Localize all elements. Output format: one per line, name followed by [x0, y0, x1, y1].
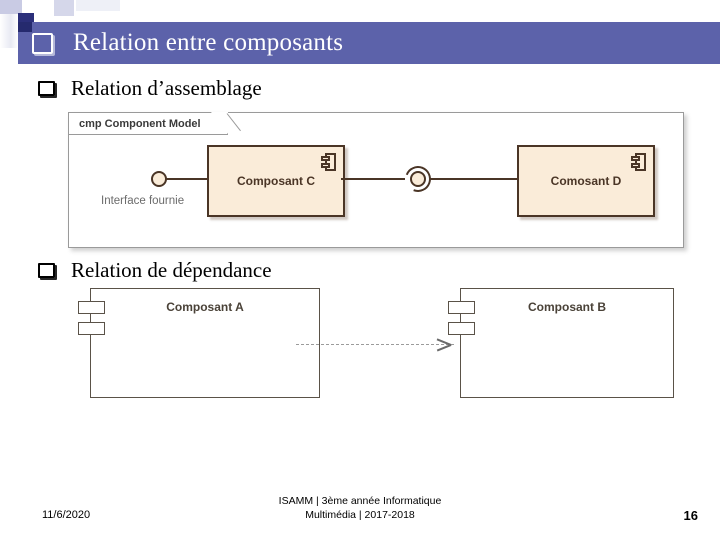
assembly-ball-icon	[410, 171, 426, 187]
decor-square-1	[0, 0, 22, 14]
bullet-item-dependance: Relation de dépendance	[38, 258, 272, 283]
bullet-label-assemblage: Relation d’assemblage	[71, 76, 262, 100]
provided-interface-ball-icon	[151, 171, 167, 187]
decor-square-4	[76, 0, 120, 11]
component-label-composant-b: Composant B	[528, 300, 606, 314]
provided-interface-label: Interface fournie	[101, 195, 185, 207]
title-bar-corner-accent	[18, 22, 32, 32]
slide-page-number: 16	[683, 508, 698, 523]
diagram-frame-label: cmp Component Model	[79, 117, 201, 130]
decor-gradient-strip	[0, 14, 18, 48]
component-label-composant-c: Composant C	[237, 174, 315, 188]
uml-component-icon	[631, 153, 646, 171]
bullet-label-dependance: Relation de dépendance	[71, 258, 272, 282]
footer-date: 11/6/2020	[42, 509, 91, 521]
component-box-composant-b: Composant B	[448, 288, 674, 398]
component-box-composant-a: Composant A	[78, 288, 320, 398]
component-box-composant-c: Composant C	[207, 145, 345, 217]
component-box-composant-d: Comosant D	[517, 145, 655, 217]
decor-square-3	[54, 0, 74, 16]
dependency-arrowhead-icon	[436, 336, 452, 352]
assembly-connector-left	[341, 178, 405, 180]
uml-component-icon	[78, 322, 105, 335]
slide-title-bar: Relation entre composants	[18, 22, 720, 64]
assembly-diagram-frame: cmp Component Model Interface fournie Co…	[68, 112, 684, 248]
title-square-bullet-icon	[32, 32, 53, 54]
uml-component-icon	[448, 322, 475, 335]
uml-component-icon	[448, 301, 475, 314]
dependency-diagram: Composant A Composant B	[78, 288, 682, 398]
square-bullet-icon	[38, 81, 55, 96]
component-label-composant-d: Comosant D	[550, 174, 622, 188]
diagram-frame-tab: cmp Component Model	[69, 112, 228, 135]
uml-component-icon	[321, 153, 336, 171]
decor-square-2	[24, 0, 52, 12]
footer-course-line-1: ISAMM | 3ème année Informatique	[278, 495, 442, 507]
diagram-frame-tab-notch	[226, 113, 241, 132]
page-title: Relation entre composants	[73, 29, 344, 56]
square-bullet-icon	[38, 263, 55, 278]
uml-component-icon	[78, 301, 105, 314]
footer-course-line-2: Multimédia | 2017-2018	[305, 509, 415, 521]
dependency-dashed-line	[296, 344, 454, 345]
provided-interface-line	[165, 178, 215, 180]
bullet-item-assemblage: Relation d’assemblage	[38, 76, 262, 101]
assembly-connector-right	[429, 178, 517, 180]
footer-course-info: ISAMM | 3ème année Informatique Multiméd…	[0, 494, 720, 522]
component-label-composant-a: Composant A	[166, 300, 244, 314]
